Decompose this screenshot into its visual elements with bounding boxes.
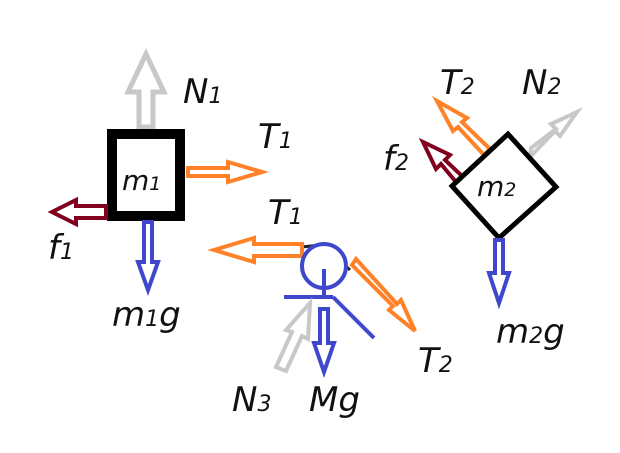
friction-f2-arrow <box>418 137 465 185</box>
label-n3: N3 <box>232 380 271 420</box>
label-t2-block: T2 <box>440 63 475 103</box>
normal-force-n2-arrow <box>527 107 583 163</box>
gravity-m2g-arrow <box>486 238 512 310</box>
label-t1-block: T1 <box>258 117 293 157</box>
label-f1: f1 <box>48 228 74 268</box>
label-m2g: m2g <box>496 312 565 352</box>
pulley-mount-diagonal <box>331 295 376 340</box>
pulley <box>207 235 417 379</box>
block-m1-label: m1 <box>122 164 161 197</box>
block-1: m1 <box>47 48 270 296</box>
tension-t1-arrow <box>186 159 270 185</box>
normal-force-n1-arrow <box>124 48 168 130</box>
normal-force-n3-arrow <box>273 297 313 374</box>
label-n2: N2 <box>522 63 561 103</box>
label-mg: Mg <box>309 380 360 420</box>
gravity-m1g-arrow <box>135 220 161 296</box>
label-n1: N1 <box>183 72 222 112</box>
label-t2-pulley: T2 <box>418 341 453 381</box>
label-m1g: m1g <box>112 295 181 335</box>
tension-t2-block-arrow <box>431 95 493 158</box>
tension-t2-pulley-arrow <box>349 255 417 333</box>
label-t1-pulley: T1 <box>268 193 303 233</box>
block-m1 <box>107 129 185 221</box>
block-2: m2 <box>418 95 583 310</box>
gravity-mg-arrow <box>311 307 337 379</box>
tension-t1-pulley-arrow <box>207 235 304 265</box>
label-f2: f2 <box>383 139 409 179</box>
block-m2-label: m2 <box>477 170 516 203</box>
friction-f1-arrow <box>47 196 108 228</box>
